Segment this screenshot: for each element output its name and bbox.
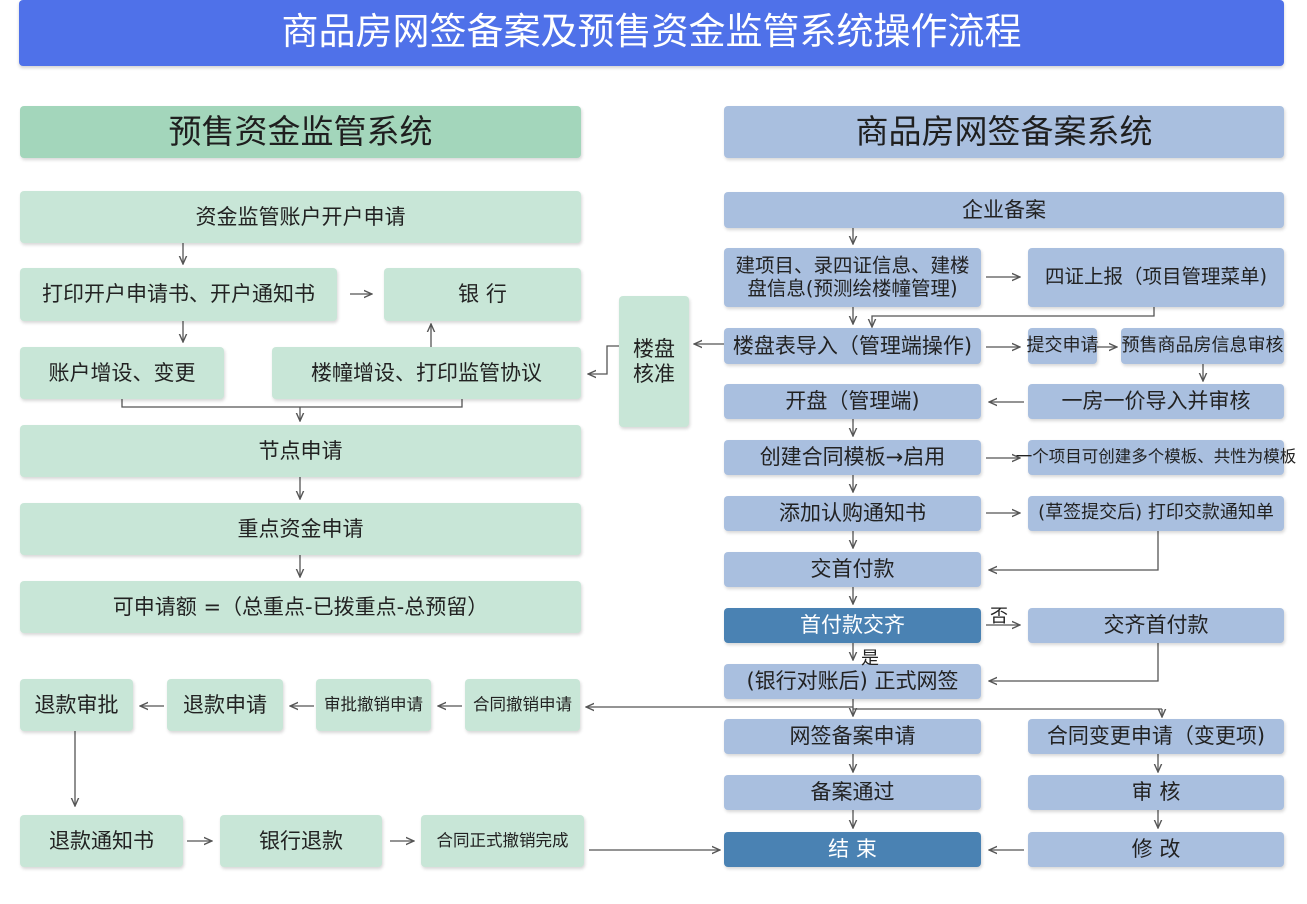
- arrow-print-to-payment: [989, 531, 1159, 570]
- review-step: 审 核: [1028, 775, 1284, 810]
- four-cert-report-step: 四证上报（项目管理菜单): [1028, 248, 1284, 307]
- down-payment-step: 交首付款: [724, 552, 981, 587]
- print-payment-notice-step: (草签提交后) 打印交款通知单: [1028, 496, 1284, 531]
- left-system-header: 预售资金监管系统: [20, 106, 581, 158]
- building-approval-step: 楼盘核准: [619, 296, 689, 427]
- contract-change-step: 合同变更申请（变更项): [1028, 719, 1284, 754]
- pay-down-payment-step: 交齐首付款: [1028, 608, 1284, 643]
- arrow-report-to-import: [872, 307, 1155, 327]
- no-branch-label: 否: [990, 606, 1008, 627]
- open-sale-step: 开盘（管理端): [724, 384, 981, 419]
- contract-cancel-apply-step: 合同撤销申请: [465, 679, 580, 731]
- key-fund-apply-step: 重点资金申请: [20, 503, 581, 555]
- refund-notice-step: 退款通知书: [20, 815, 183, 867]
- available-amount-formula: 可申请额 =（总重点-已拨重点-总预留）: [20, 581, 581, 633]
- one-price-step: 一房一价导入并审核: [1028, 384, 1284, 419]
- bank-refund-step: 银行退款: [220, 815, 382, 867]
- yes-branch-label: 是: [861, 648, 879, 669]
- build-project-step: 建项目、录四证信息、建楼盘信息(预测绘楼幢管理): [724, 248, 981, 307]
- template-note-step: 一个项目可创建多个模板、共性为模板: [1016, 440, 1296, 475]
- presale-review-step: 预售商品房信息审核: [1121, 328, 1284, 364]
- arrow-approval-to-building: [588, 345, 619, 374]
- arrow-pay-to-sign: [989, 643, 1159, 681]
- building-add-step: 楼幢增设、打印监管协议: [272, 347, 581, 399]
- account-change-step: 账户增设、变更: [20, 347, 224, 399]
- refund-apply-step: 退款申请: [167, 679, 283, 731]
- node-apply-step: 节点申请: [20, 425, 581, 477]
- print-notice-step: 打印开户申请书、开户通知书: [20, 268, 337, 321]
- enterprise-filing-step: 企业备案: [724, 192, 1284, 228]
- open-account-step: 资金监管账户开户申请: [20, 191, 581, 243]
- page-title: 商品房网签备案及预售资金监管系统操作流程: [19, 0, 1284, 66]
- right-system-header: 商品房网签备案系统: [724, 106, 1284, 158]
- filing-pass-step: 备案通过: [724, 775, 981, 810]
- bank-step: 银 行: [384, 268, 581, 321]
- modify-step: 修 改: [1028, 832, 1284, 867]
- approve-cancel-step: 审批撤销申请: [316, 679, 431, 731]
- down-payment-check-decision: 首付款交齐: [724, 608, 981, 643]
- contract-cancel-done-step: 合同正式撤销完成: [421, 815, 584, 867]
- building-import-step: 楼盘表导入（管理端操作): [724, 328, 981, 364]
- merge-bracket: [121, 399, 463, 408]
- add-subscription-step: 添加认购通知书: [724, 496, 981, 531]
- submit-apply-step: 提交申请: [1027, 328, 1099, 364]
- refund-approve-step: 退款审批: [20, 679, 133, 731]
- formal-sign-step: (银行对账后) 正式网签: [724, 664, 981, 699]
- create-template-step: 创建合同模板→启用: [724, 440, 981, 475]
- filing-apply-step: 网签备案申请: [724, 719, 981, 754]
- end-step: 结 束: [724, 832, 981, 867]
